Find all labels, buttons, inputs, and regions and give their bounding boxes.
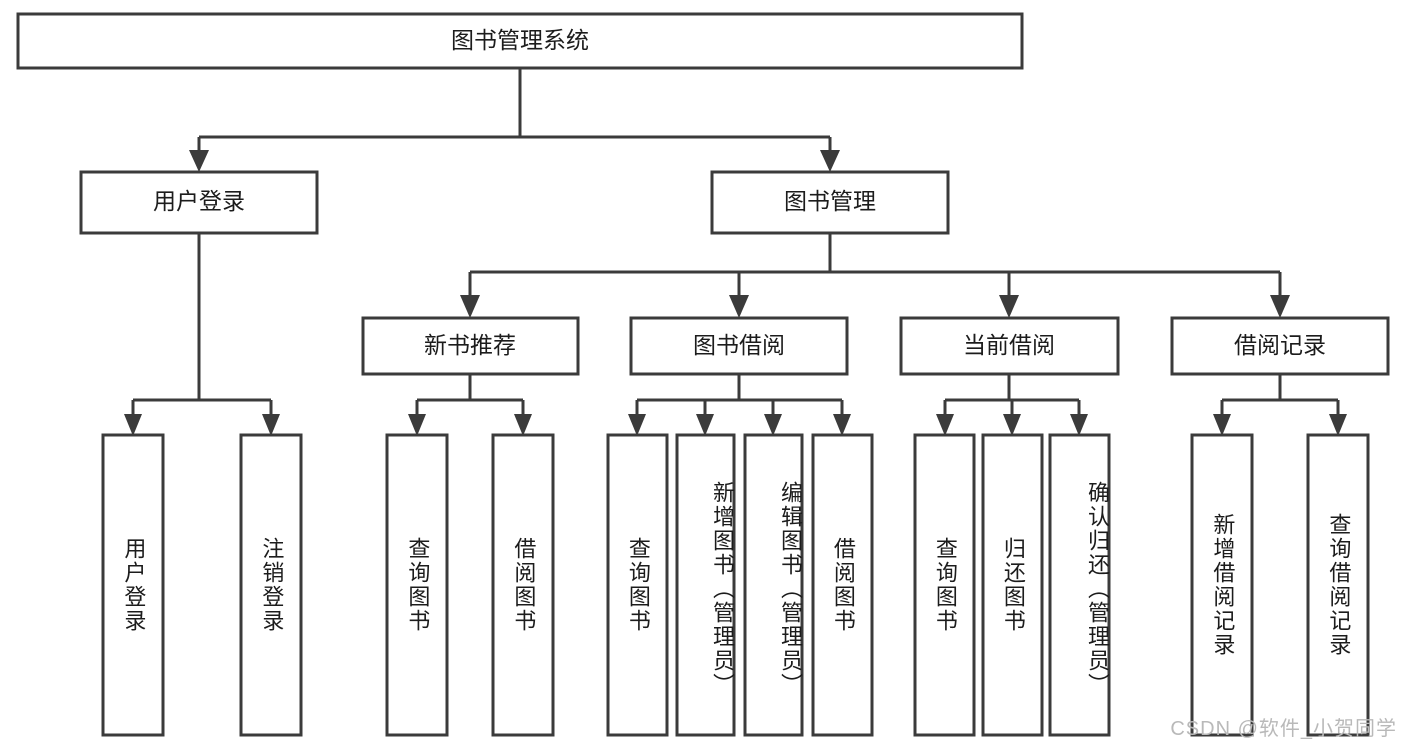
node-leaf-book-borrow-2[interactable] xyxy=(675,433,736,737)
node-leaf-current-borrow-1[interactable] xyxy=(913,433,976,737)
csdn-watermark: CSDN @软件_小贺同学 xyxy=(1170,718,1397,740)
arrow-head-leaf-cb-3 xyxy=(1070,414,1088,436)
node-new-book-recommend-label: 新书推荐 xyxy=(424,332,516,358)
arrow-head-borrow-record xyxy=(1270,295,1290,318)
node-current-borrow-box[interactable] xyxy=(899,316,1120,376)
node-leaf-borrow-record-1[interactable] xyxy=(1190,433,1254,737)
node-leaf-user-login-1[interactable] xyxy=(101,433,165,737)
arrow-head-leaf-user-login-1 xyxy=(124,414,142,436)
node-root[interactable]: 图书管理系统 xyxy=(16,12,1024,70)
node-book-borrow-box[interactable] xyxy=(629,316,849,376)
node-borrow-record-label: 借阅记录 xyxy=(1234,332,1326,358)
arrow-head-current-borrow xyxy=(999,295,1019,318)
node-root-label: 图书管理系统 xyxy=(451,27,589,53)
node-borrow-record-box[interactable] xyxy=(1170,316,1390,376)
connector-group-book-borrow xyxy=(628,374,851,436)
node-user-login[interactable]: 用户登录 xyxy=(79,170,319,235)
node-leaf-current-borrow-2[interactable] xyxy=(981,433,1044,737)
node-current-borrow-label: 当前借阅 xyxy=(963,332,1055,358)
arrow-head-new-book xyxy=(460,295,480,318)
arrow-head-leaf-bb-4 xyxy=(833,414,851,436)
node-book-borrow-label: 图书借阅 xyxy=(693,332,785,358)
arrow-head-leaf-nb-2 xyxy=(514,414,532,436)
connector-group-user-login xyxy=(124,233,280,436)
node-new-book-recommend-box[interactable] xyxy=(361,316,580,376)
node-book-manage-box[interactable] xyxy=(710,170,950,235)
node-book-borrow[interactable]: 图书借阅 xyxy=(629,316,849,376)
node-leaf-user-login-2[interactable] xyxy=(239,433,303,737)
node-leaf-book-borrow-1[interactable] xyxy=(606,433,669,737)
node-leaf-book-borrow-3[interactable] xyxy=(743,433,804,737)
node-leaf-current-borrow-3[interactable] xyxy=(1048,433,1111,737)
node-book-manage-label: 图书管理 xyxy=(784,188,876,214)
arrow-head-book-borrow xyxy=(729,295,749,318)
arrow-head-leaf-cb-2 xyxy=(1003,414,1021,436)
arrow-head-leaf-bb-1 xyxy=(628,414,646,436)
node-borrow-record[interactable]: 借阅记录 xyxy=(1170,316,1390,376)
node-leaf-book-borrow-4[interactable] xyxy=(811,433,874,737)
arrow-head-leaf-cb-1 xyxy=(936,414,954,436)
node-current-borrow[interactable]: 当前借阅 xyxy=(899,316,1120,376)
connector-group-root xyxy=(189,68,840,172)
node-book-manage[interactable]: 图书管理 xyxy=(710,170,950,235)
connector-group-current-borrow xyxy=(936,374,1088,436)
arrow-head-leaf-br-2 xyxy=(1329,414,1347,436)
connector-group-book-manage xyxy=(460,233,1290,318)
arrow-head-user-login xyxy=(189,150,209,172)
arrow-head-leaf-br-1 xyxy=(1213,414,1231,436)
node-user-login-box[interactable] xyxy=(79,170,319,235)
connector-group-new-book xyxy=(408,374,532,436)
arrow-head-book-manage xyxy=(820,150,840,172)
arrow-head-leaf-bb-2 xyxy=(696,414,714,436)
node-user-login-label: 用户登录 xyxy=(153,188,245,214)
node-leaf-new-book-1[interactable] xyxy=(385,433,449,737)
node-leaf-borrow-record-2[interactable] xyxy=(1306,433,1370,737)
arrow-head-leaf-bb-3 xyxy=(764,414,782,436)
arrow-head-leaf-nb-1 xyxy=(408,414,426,436)
connector-group-borrow-record xyxy=(1213,374,1347,436)
node-root-box[interactable] xyxy=(16,12,1024,70)
node-leaf-new-book-2[interactable] xyxy=(491,433,555,737)
arrow-head-leaf-user-login-2 xyxy=(262,414,280,436)
node-new-book-recommend[interactable]: 新书推荐 xyxy=(361,316,580,376)
